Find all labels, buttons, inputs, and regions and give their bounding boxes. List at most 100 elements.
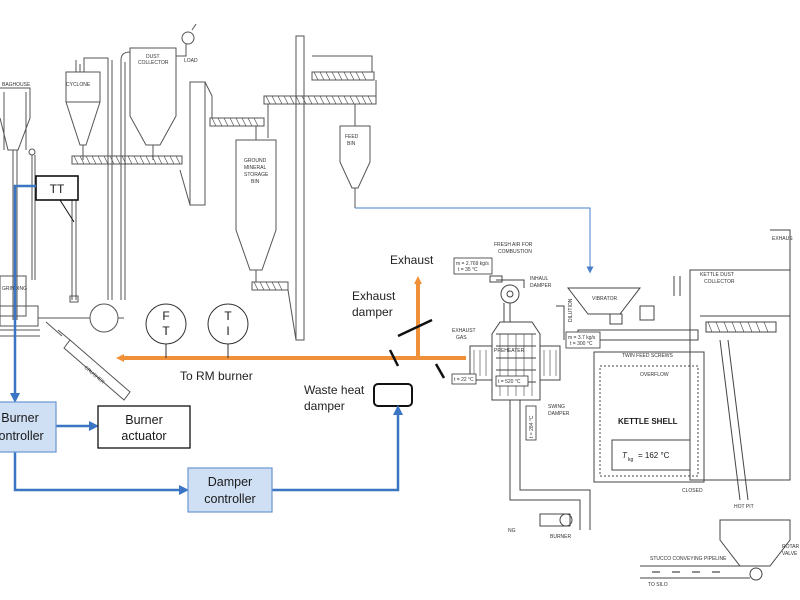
signal-damper-controller-to-damper [272, 405, 403, 492]
dilution-label: DILUTION [568, 298, 574, 322]
kettle-shell [593, 351, 705, 483]
ground-mineral-label-2: MINERAL [244, 165, 266, 171]
pipe-flange [69, 295, 79, 303]
ground-mineral-label-1: GROUND [244, 158, 267, 164]
flow-transmitter-t: T [162, 324, 170, 338]
preheater-duct [509, 400, 581, 530]
rotary-label-2: VALVE [782, 551, 798, 557]
temperature-transmitter-label: TT [50, 182, 65, 196]
param-1b: t = 35 °C [458, 267, 478, 273]
dust-collector-label-1: DUST [146, 54, 160, 60]
rotary-label: ROTAR [782, 544, 800, 550]
fresh-air-label-2: COMBUSTION [498, 249, 532, 255]
control-signals [10, 184, 403, 495]
burner-label: BURNER [550, 534, 572, 540]
preheater [469, 321, 561, 401]
inhaul-damper-label-1: INHAUL [530, 276, 549, 282]
param-box-fresh-air [453, 257, 493, 275]
damper-controller: Damper controller [187, 467, 273, 513]
param-3: t = 22 °C [454, 377, 474, 383]
kettle-temp-symbol: T [622, 451, 628, 460]
waste-heat-damper-label-2: damper [304, 399, 345, 413]
ground-mineral-label-4: BIN [251, 179, 260, 185]
waste-heat-damper-blade-upper [388, 349, 400, 367]
kettle-shell-label: KETTLE SHELL [618, 417, 678, 426]
vibrator-hopper [566, 287, 655, 325]
damper-controller-label-1: Damper [208, 475, 252, 489]
hot-gas-flow [116, 276, 466, 362]
param-2b: t = 300 °C [570, 341, 593, 347]
waste-heat-damper-actuator [373, 383, 413, 407]
temperature-transmitter: TT [35, 175, 79, 223]
flow-transmitter-f: F [162, 309, 169, 323]
param-4: t = 520 °C [498, 379, 521, 385]
twin-feed-screws-label: TWIN FEED SCREWS [622, 353, 673, 359]
temperature-indicator-t: T [224, 309, 232, 323]
to-silo-label: TO SILO [648, 582, 668, 588]
burner-actuator-label-2: actuator [121, 429, 166, 443]
waste-heat-damper-label-1: Waste heat [304, 383, 365, 397]
exhaust-damper-blade [397, 318, 433, 338]
parameter-boxes [451, 257, 601, 441]
crusher [45, 321, 131, 401]
burner-controller-label-1: Burner [1, 411, 39, 425]
grinding-mill [0, 275, 124, 337]
kettle-dust-label-2: COLLECTOR [704, 279, 735, 285]
ground-mineral-storage-bin [235, 126, 289, 291]
burner-controller: Burner controller [0, 401, 57, 453]
exhaust-damper-label-1: Exhaust [352, 289, 396, 303]
exhaust-damper-label-2: damper [352, 305, 393, 319]
damper-controller-label-2: controller [204, 492, 255, 506]
exhaust-label: Exhaust [390, 253, 434, 267]
flow-transmitter: F T [145, 303, 187, 358]
ground-mineral-label-3: STORAGE [244, 172, 269, 178]
baghouse-unit [0, 87, 36, 320]
fresh-air-fan [489, 275, 525, 322]
param-box-duct-temp [525, 405, 537, 441]
burner-actuator-label-1: Burner [125, 413, 163, 427]
swing-damper-label-1: SWING [548, 404, 565, 410]
closed-label: CLOSED [682, 488, 703, 494]
exhaust-stack-top [770, 229, 791, 270]
feed-bin-label-1: FEED [345, 134, 359, 140]
signal-tt-to-burner-controller [10, 184, 36, 403]
kettle-dust-label-1: KETTLE DUST [700, 272, 734, 278]
param-2a: m = 3.7 kg/s [568, 335, 596, 341]
inhaul-damper-label-2: DAMPER [530, 283, 552, 289]
dilution-pipe [556, 305, 565, 340]
temperature-indicator: T I [207, 303, 249, 358]
screw-conveyor-middle [209, 117, 265, 127]
preheater-label: PREHEATER [494, 348, 525, 354]
vibrator-label: VIBRATOR [592, 296, 617, 302]
param-box-exhaust-temp [451, 373, 477, 385]
cyclone-unit [65, 57, 113, 300]
fresh-air-label-1: FRESH AIR FOR [494, 242, 533, 248]
param-box-preheater-temp [495, 375, 529, 387]
temperature-indicator-i: I [226, 324, 229, 338]
screw-conveyor-lower [71, 155, 183, 165]
feed-bin-label-2: BIN [347, 141, 356, 147]
exhaust-top-label: EXHAUS [772, 236, 793, 242]
param-5: t = 284 °C [529, 415, 535, 438]
hot-pit [719, 519, 791, 581]
right-equipment [469, 229, 791, 581]
signal-to-damper-controller [13, 452, 189, 495]
dust-collector-unit [120, 23, 197, 300]
conveying-pipeline [640, 565, 750, 579]
tall-elevator [287, 35, 305, 341]
screw-conveyor-upper [263, 55, 377, 138]
overflow-label: OVERFLOW [640, 372, 669, 378]
bucket-elevator [179, 81, 213, 206]
burner-box [539, 513, 571, 527]
right-equipment-labels: m = 2.769 kg/s t = 35 °C m = 3.7 kg/s t … [452, 236, 800, 588]
param-1a: m = 2.769 kg/s [456, 261, 489, 267]
preheater-duct-inner [519, 400, 591, 530]
dust-collector-label-2: COLLECTOR [138, 60, 169, 66]
exhaust-gas-label-2: GAS [456, 335, 467, 341]
swing-damper-label-2: DAMPER [548, 411, 570, 417]
burner-actuator: Burner actuator [97, 405, 191, 449]
baghouse-label: BAGHOUSE [2, 82, 31, 88]
ng-label: NG [508, 528, 516, 534]
exhaust-gas-label-1: EXHAUST [452, 328, 476, 334]
param-box-kettle-in [565, 331, 601, 349]
